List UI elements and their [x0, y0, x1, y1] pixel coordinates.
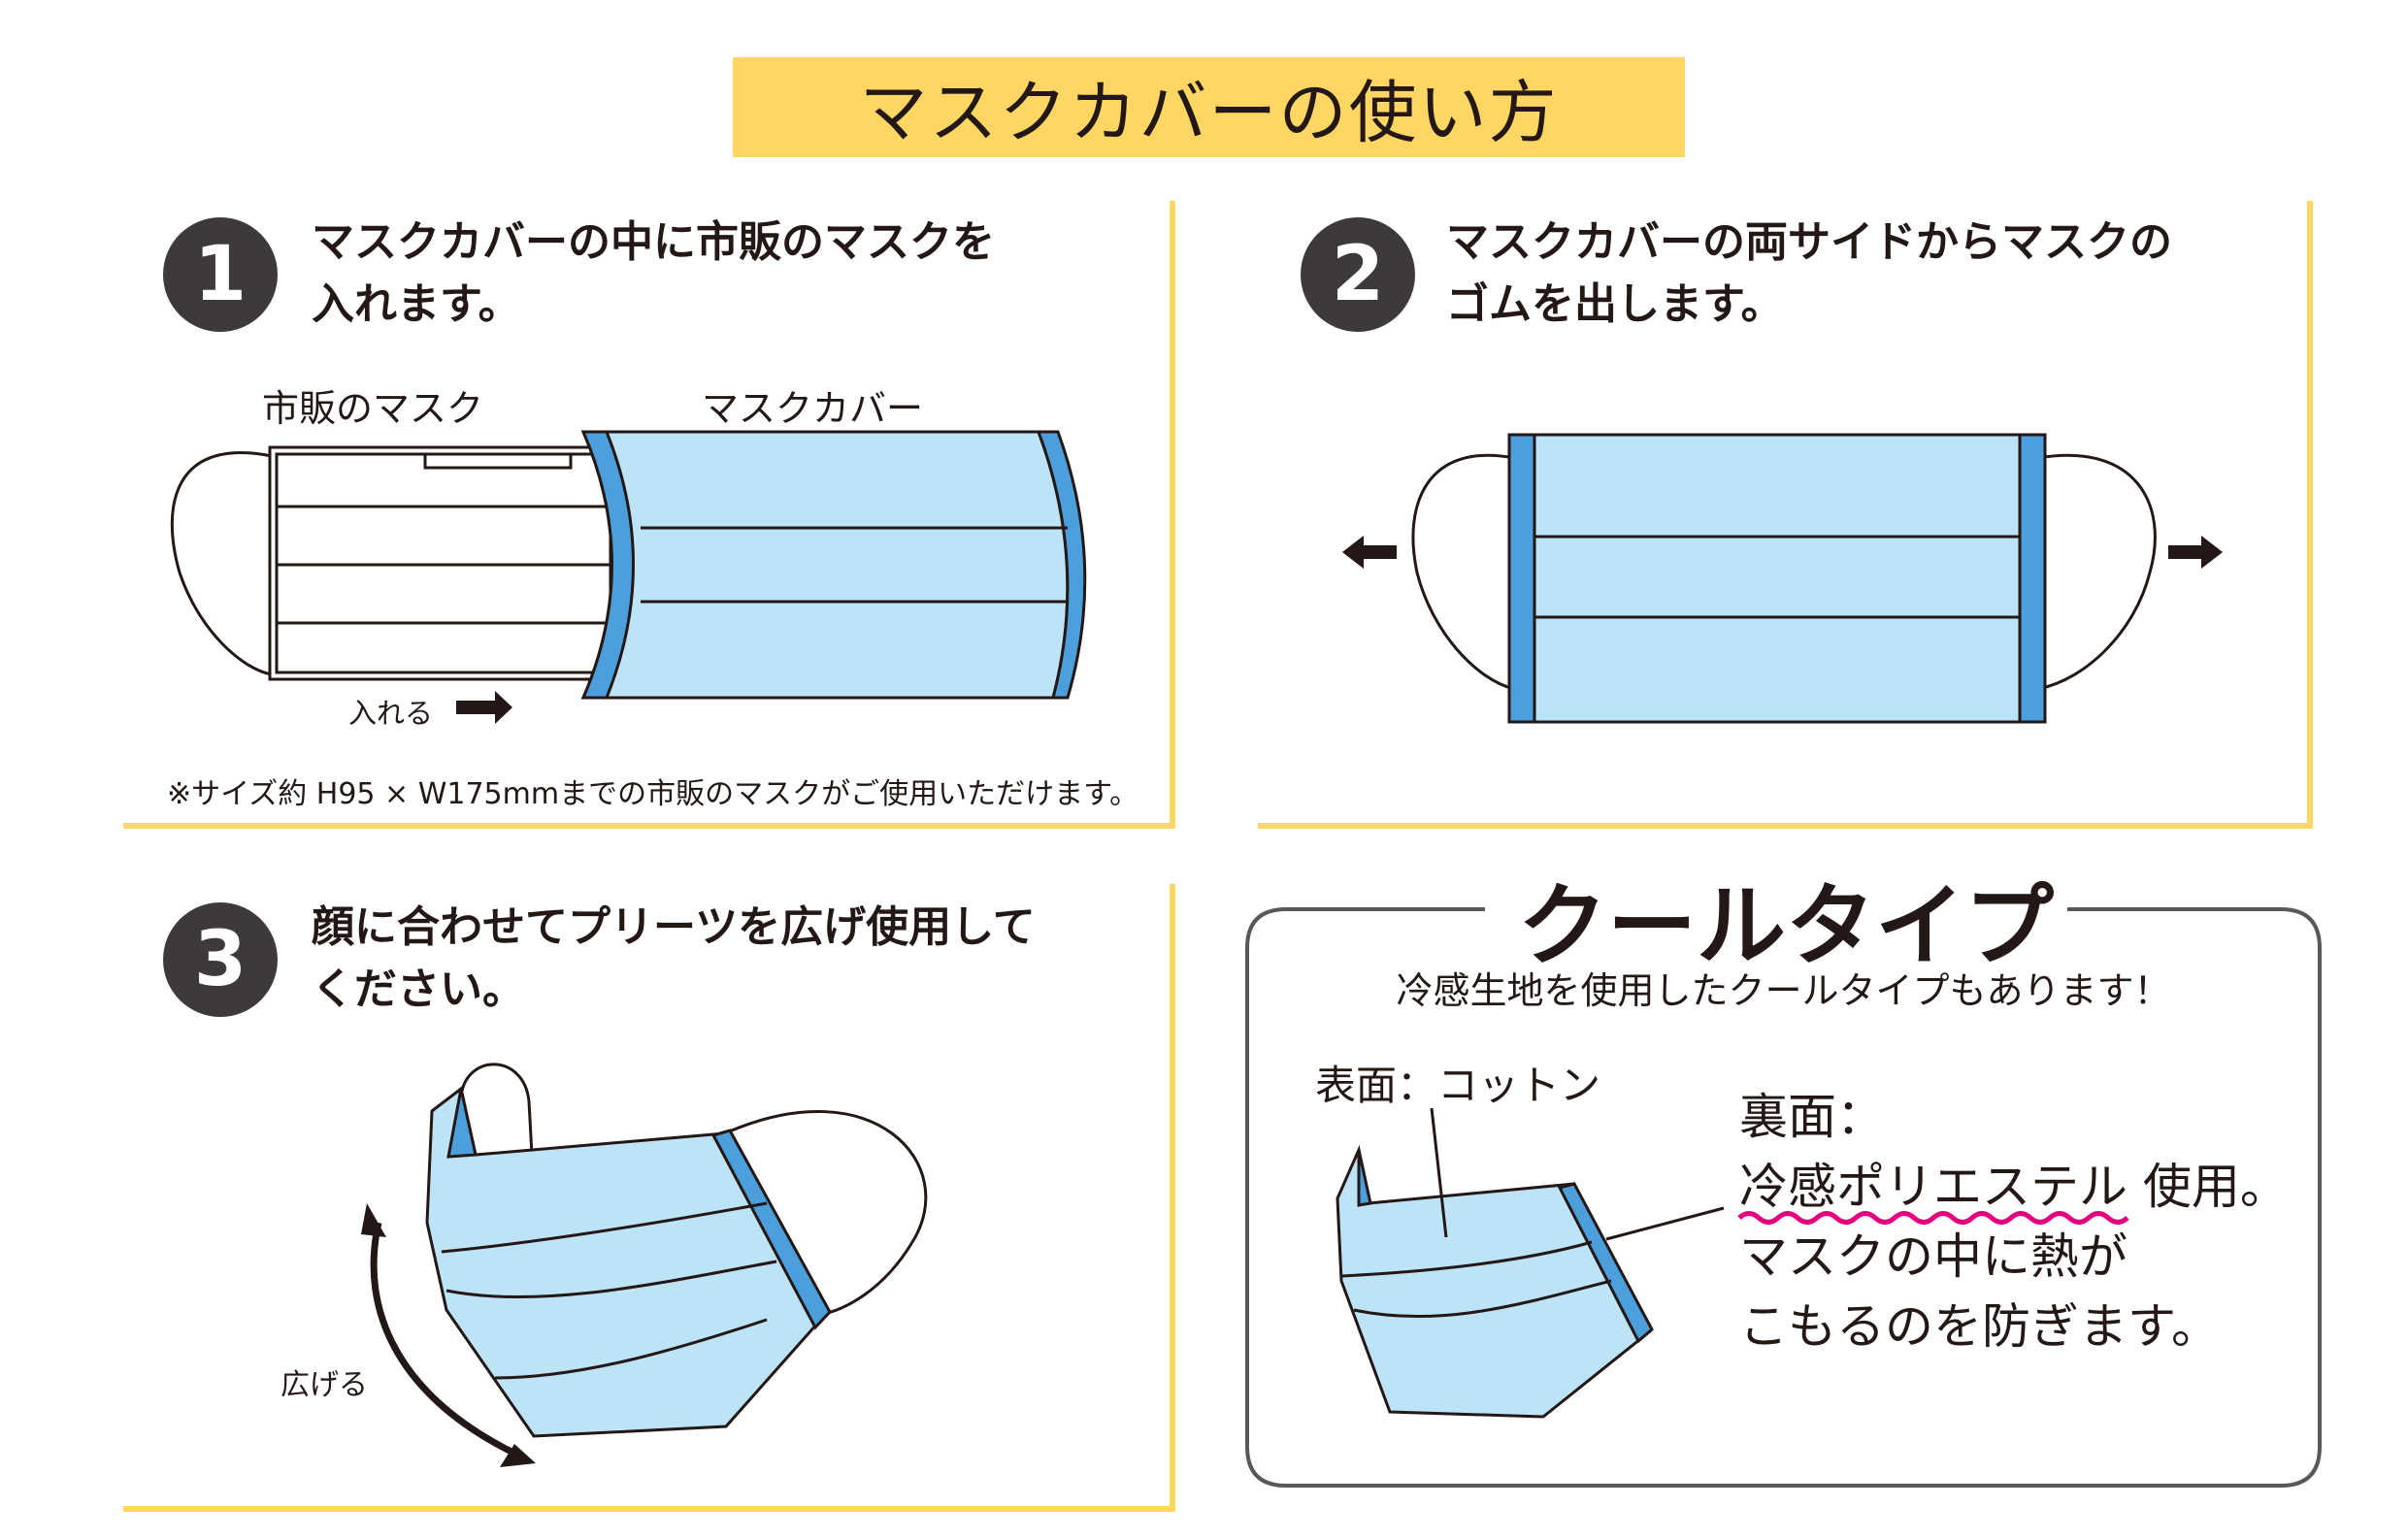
step-number-3: 3: [163, 902, 278, 1017]
insert-arrow-icon: [456, 691, 512, 724]
commercial-mask-label: 市販のマスク: [262, 387, 484, 430]
cool-mask-illustration: [1336, 1107, 1725, 1419]
size-note: ※サイズ約 H95 × W175mmまでの市販のマスクがご使用いただけます。: [167, 777, 1139, 811]
arrow-left-icon: [1342, 536, 1397, 569]
worn-mask-illustration: [425, 1063, 928, 1438]
back-heading: 裏面：: [1739, 1089, 1885, 1145]
spread-arrow-icon: [370, 1222, 521, 1459]
back-line-2: マスクの中に熱が: [1739, 1228, 2128, 1285]
mask-cover-illustration: [580, 430, 1087, 700]
cool-type-subtitle: 冷感生地を使用したクールタイプもあります！: [1396, 969, 2171, 1012]
insert-label: 入れる: [348, 697, 434, 730]
step-2-line-2: ゴムを出します。: [1446, 279, 1784, 329]
mask-ear-loops: [1411, 453, 2157, 691]
cool-polyester-highlight: 冷感ポリエステル: [1739, 1159, 2128, 1215]
back-line-1-rest: 使用。: [2142, 1159, 2289, 1215]
arrow-right-icon: [2168, 536, 2223, 569]
commercial-mask-illustration: [170, 445, 619, 681]
back-description: 裏面： 冷感ポリエステル 使用。 マスクの中に熱が こもるのを防ぎます。: [1739, 1082, 2289, 1361]
spread-label: 広げる: [280, 1368, 368, 1402]
step-2-line-1: マスクカバーの両サイドからマスクの: [1446, 217, 2172, 267]
cool-type-box: [1245, 907, 2322, 1488]
wavy-underline: [1737, 1211, 2129, 1225]
back-line-1: 冷感ポリエステル 使用。: [1739, 1152, 2289, 1222]
mask-with-cover-illustration: [1507, 433, 2047, 724]
step-3-line-1: 顔に合わせてプリーツを広げ使用して: [312, 902, 1036, 952]
panel-borders: [123, 201, 2313, 1512]
back-line-3: こもるのを防ぎます。: [1739, 1298, 2220, 1355]
front-label: 表面：コットン: [1315, 1062, 1601, 1109]
step-number-1: 1: [163, 217, 278, 332]
step-3-text: 顔に合わせてプリーツを広げ使用して ください。: [312, 897, 1036, 1021]
step-3-line-2: ください。: [312, 965, 525, 1014]
step-2-text: マスクカバーの両サイドからマスクの ゴムを出します。: [1446, 212, 2172, 336]
step-1-line-2: 入れます。: [312, 279, 521, 329]
step-1-text: マスクカバーの中に市販のマスクを 入れます。: [312, 212, 995, 336]
step-number-2: 2: [1301, 217, 1415, 332]
mask-cover-label: マスクカバー: [702, 387, 924, 430]
cool-type-title: クールタイプ: [1517, 874, 2054, 978]
step-1-line-1: マスクカバーの中に市販のマスクを: [312, 217, 995, 267]
page-title: マスクカバーの使い方: [733, 57, 1685, 157]
